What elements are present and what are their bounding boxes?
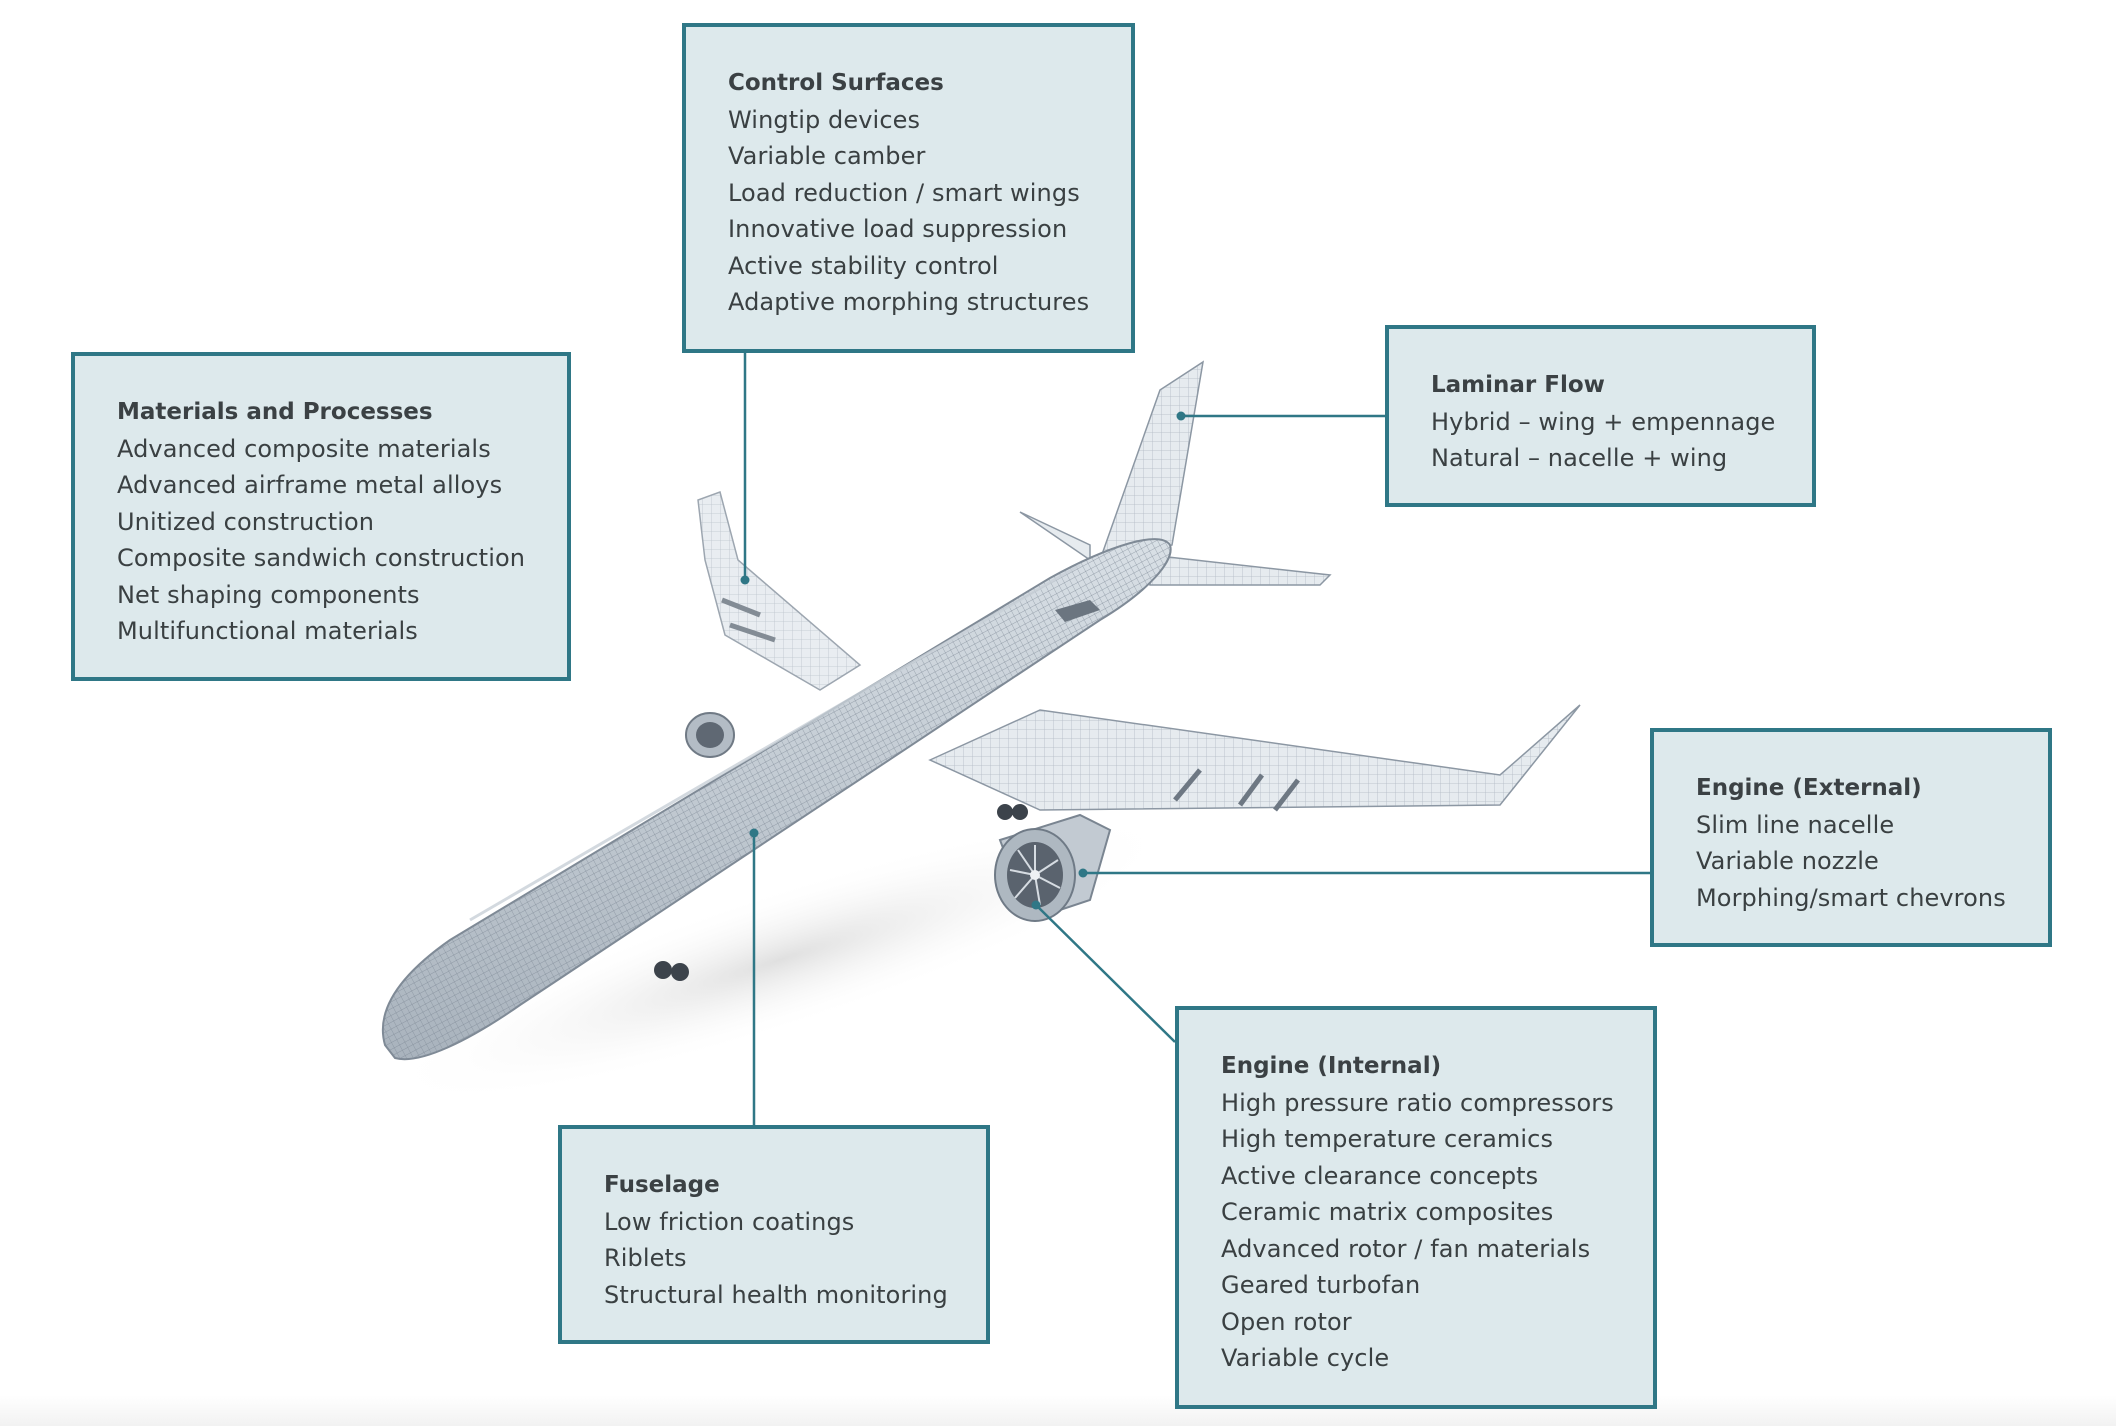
list-item: Adaptive morphing structures [728, 288, 1090, 316]
fuselage-body [381, 538, 1172, 1061]
list-item: High temperature ceramics [1221, 1125, 1554, 1153]
callout-list: Advanced composite materials Advanced ai… [117, 431, 567, 650]
callout-title: Engine (Internal) [1221, 1053, 1442, 1079]
list-item: Variable nozzle [1696, 847, 1879, 875]
list-item: Net shaping components [117, 580, 420, 609]
vertical-tail [1098, 360, 1205, 562]
leader-lines [743, 352, 1653, 1127]
callout-engine-internal: Engine (Internal) High pressure ratio co… [1175, 1006, 1657, 1409]
callout-title: Control Surfaces [728, 70, 944, 96]
leader-dots [740, 411, 1186, 910]
callout-title: Engine (External) [1696, 775, 1922, 801]
list-item: Low friction coatings [604, 1207, 855, 1236]
list-item: Advanced airframe metal alloys [117, 471, 503, 499]
list-item: Innovative load suppression [728, 215, 1068, 243]
left-engine [685, 712, 735, 758]
right-engine [994, 813, 1112, 922]
list-item: Composite sandwich construction [117, 544, 526, 572]
list-item: Open rotor [1221, 1307, 1352, 1336]
list-item: Riblets [604, 1244, 687, 1272]
list-item: Active stability control [728, 251, 999, 280]
list-item: Variable cycle [1221, 1344, 1390, 1372]
list-item: Active clearance concepts [1221, 1161, 1539, 1190]
callout-title: Laminar Flow [1431, 372, 1605, 398]
list-item: Morphing/smart chevrons [1696, 883, 2006, 912]
callout-materials-and-processes: Materials and Processes Advanced composi… [71, 352, 571, 681]
right-wing [928, 704, 1581, 812]
left-wing [697, 491, 862, 691]
list-item: Advanced rotor / fan materials [1221, 1234, 1591, 1263]
list-item: Multifunctional materials [117, 617, 418, 645]
list-item: High pressure ratio compressors [1221, 1088, 1614, 1117]
callout-list: Slim line nacelle Variable nozzle Morphi… [1696, 807, 2048, 917]
callout-control-surfaces: Control Surfaces Wingtip devices Variabl… [682, 23, 1135, 353]
list-item: Geared turbofan [1221, 1271, 1421, 1299]
callout-list: High pressure ratio compressors High tem… [1221, 1085, 1653, 1377]
list-item: Slim line nacelle [1696, 810, 1895, 839]
list-item: Unitized construction [117, 507, 375, 536]
leader-engine-internal [1035, 904, 1176, 1043]
list-item: Ceramic matrix composites [1221, 1198, 1554, 1226]
callout-list: Hybrid – wing + empennage Natural – nace… [1431, 404, 1812, 477]
callout-fuselage: Fuselage Low friction coatings Riblets S… [558, 1125, 990, 1344]
list-item: Hybrid – wing + empennage [1431, 407, 1776, 436]
callout-list: Low friction coatings Riblets Structural… [604, 1204, 986, 1314]
callout-list: Wingtip devices Variable camber Load red… [728, 102, 1131, 321]
ground-shadow [379, 814, 1181, 1106]
bottom-fade [0, 1395, 2116, 1426]
list-item: Advanced composite materials [117, 434, 491, 463]
list-item: Structural health monitoring [604, 1280, 948, 1309]
list-item: Natural – nacelle + wing [1431, 444, 1728, 472]
list-item: Variable camber [728, 142, 926, 170]
callout-laminar-flow: Laminar Flow Hybrid – wing + empennage N… [1385, 325, 1816, 507]
list-item: Load reduction / smart wings [728, 178, 1080, 207]
landing-gear [654, 804, 1028, 981]
callout-title: Fuselage [604, 1172, 720, 1198]
callout-engine-external: Engine (External) Slim line nacelle Vari… [1650, 728, 2052, 947]
callout-title: Materials and Processes [117, 399, 433, 425]
list-item: Wingtip devices [728, 105, 921, 134]
